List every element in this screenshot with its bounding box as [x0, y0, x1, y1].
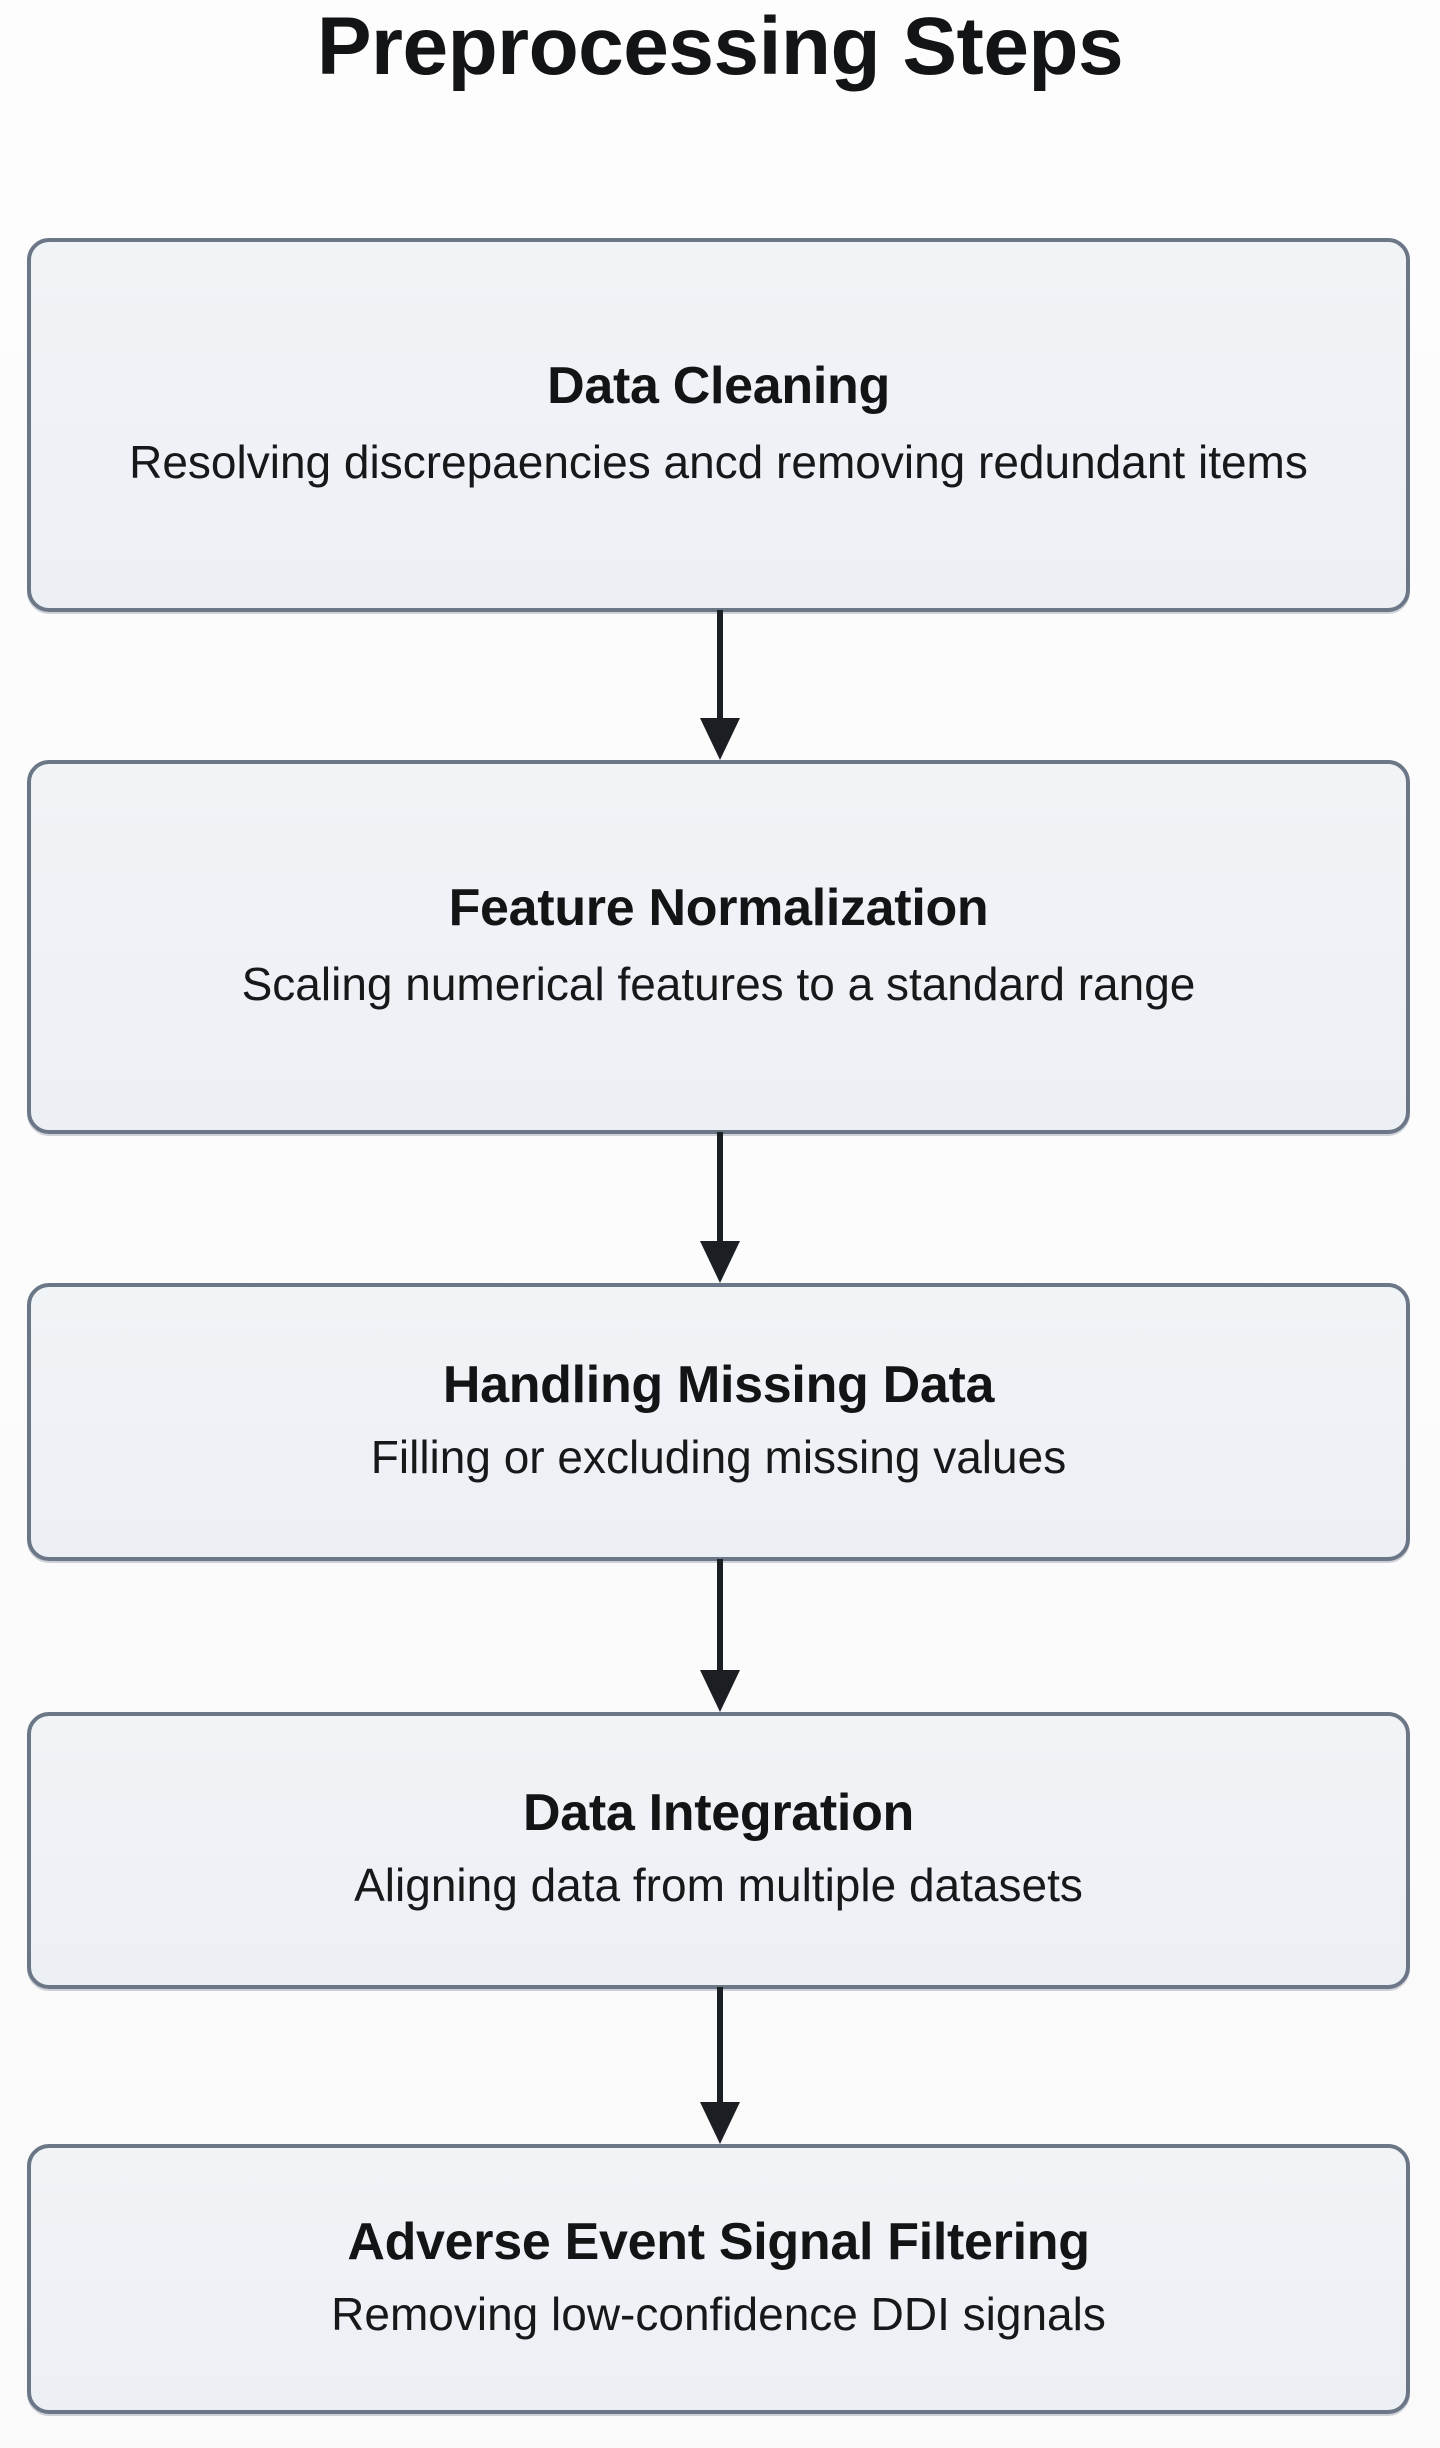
flow-node-description: Scaling numerical features to a standard…: [241, 957, 1196, 1010]
arrow-down-icon: [700, 1559, 740, 1712]
arrow-down-icon: [700, 1987, 740, 2144]
flow-edge-data-cleaning-to-feature-normalization: [690, 610, 750, 762]
flow-node-handling-missing-data[interactable]: Handling Missing Data Filling or excludi…: [27, 1283, 1410, 1561]
flow-node-title: Feature Normalization: [448, 878, 989, 937]
flow-node-title: Adverse Event Signal Filtering: [347, 2212, 1090, 2271]
flow-edge-handling-missing-data-to-data-integration: [690, 1559, 750, 1714]
flow-node-data-integration[interactable]: Data Integration Aligning data from mult…: [27, 1712, 1410, 1989]
flow-node-description: Removing low-confidence DDI signals: [331, 2287, 1106, 2340]
flow-node-description: Resolving discrepaencies ancd removing r…: [129, 435, 1308, 488]
flow-node-title: Data Cleaning: [547, 356, 890, 415]
flow-node-title: Handling Missing Data: [442, 1355, 995, 1414]
flow-node-feature-normalization[interactable]: Feature Normalization Scaling numerical …: [27, 760, 1410, 1134]
flow-edge-data-integration-to-adverse-event-signal-filtering: [690, 1987, 750, 2146]
flow-node-data-cleaning[interactable]: Data Cleaning Resolving discrepaencies a…: [27, 238, 1410, 612]
flow-edge-feature-normalization-to-handling-missing-data: [690, 1132, 750, 1285]
arrow-down-icon: [700, 1132, 740, 1283]
flow-node-adverse-event-signal-filtering[interactable]: Adverse Event Signal Filtering Removing …: [27, 2144, 1410, 2414]
page-title: Preprocessing Steps: [316, 1, 1124, 92]
flow-node-description: Aligning data from multiple datasets: [354, 1859, 1083, 1912]
flow-node-description: Filling or excluding missing values: [370, 1430, 1067, 1483]
flow-node-title: Data Integration: [522, 1784, 914, 1843]
arrow-down-icon: [700, 610, 740, 760]
